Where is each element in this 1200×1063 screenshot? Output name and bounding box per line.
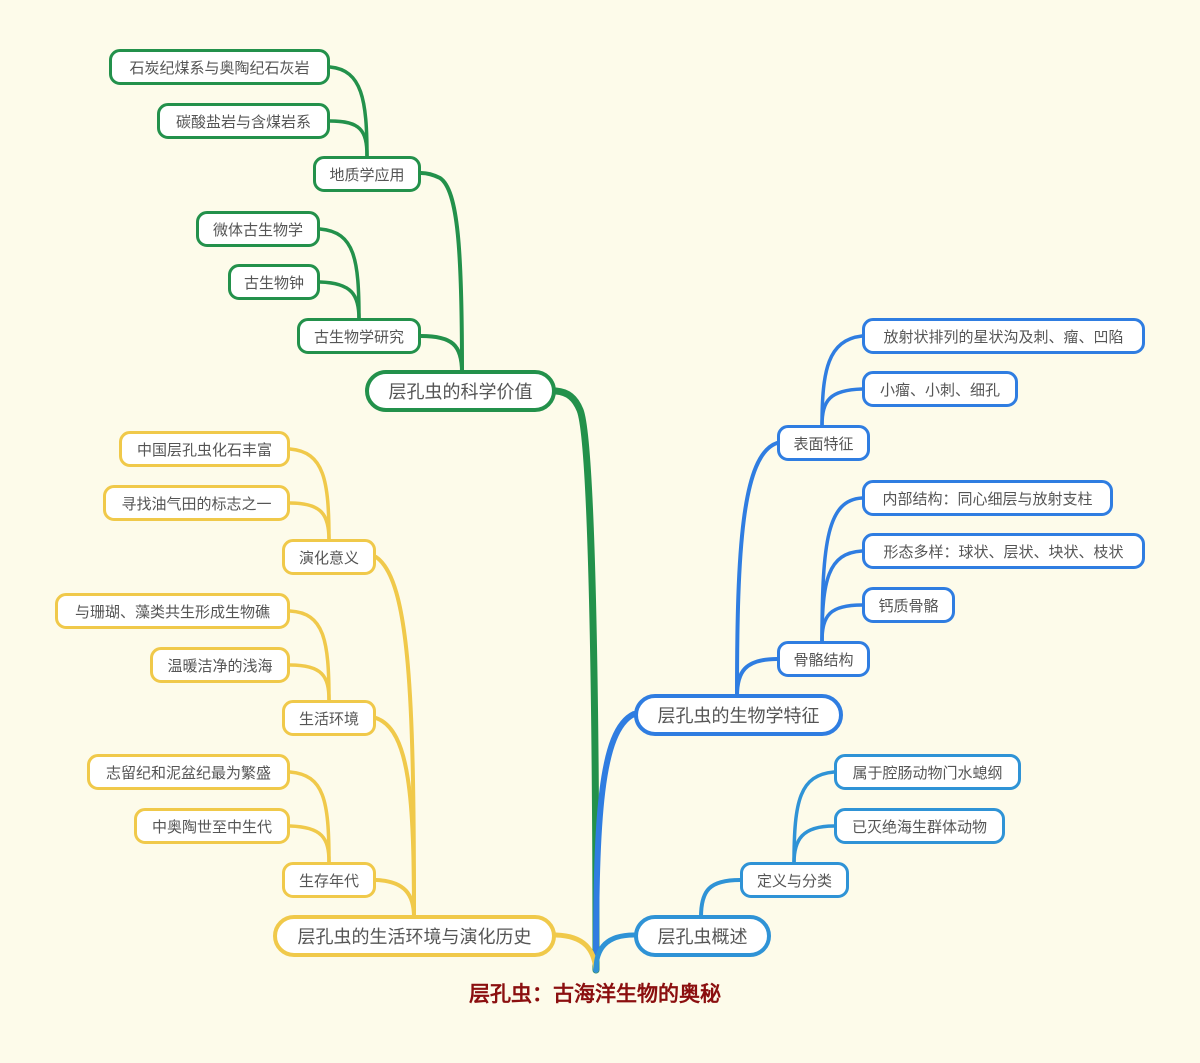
node-label: 内部结构：同心细层与放射支柱 (882, 489, 1093, 508)
node-coelenterata[interactable]: 属于腔肠动物门水螅纲 (834, 754, 1021, 790)
node-label: 层孔虫概述 (657, 927, 748, 948)
node-label: 已灭绝海生群体动物 (851, 817, 987, 836)
node-label: 地质学应用 (329, 165, 405, 184)
node-label: 微体古生物学 (213, 220, 304, 239)
node-paleontology-research[interactable]: 古生物学研究 (297, 318, 421, 354)
branch-environment-history[interactable]: 层孔虫的生活环境与演化历史 (273, 915, 556, 957)
node-warm-shallow-sea[interactable]: 温暖洁净的浅海 (150, 647, 290, 683)
node-label: 钙质骨骼 (878, 596, 939, 615)
branch-scientific-value[interactable]: 层孔虫的科学价值 (365, 370, 556, 412)
node-silurian-devonian[interactable]: 志留纪和泥盆纪最为繁盛 (87, 754, 290, 790)
node-carbonate-coal[interactable]: 碳酸盐岩与含煤岩系 (157, 103, 330, 139)
node-label: 属于腔肠动物门水螅纲 (852, 763, 1003, 782)
node-internal-structure[interactable]: 内部结构：同心细层与放射支柱 (862, 480, 1113, 516)
node-china-fossils[interactable]: 中国层孔虫化石丰富 (119, 431, 290, 467)
node-label: 演化意义 (299, 548, 360, 567)
node-calcareous-skeleton[interactable]: 钙质骨骼 (862, 587, 955, 623)
node-label: 寻找油气田的标志之一 (121, 494, 272, 513)
node-label: 碳酸盐岩与含煤岩系 (175, 112, 311, 131)
node-label: 温暖洁净的浅海 (167, 656, 273, 675)
node-label: 中奥陶世至中生代 (151, 817, 272, 836)
node-oil-gas-marker[interactable]: 寻找油气田的标志之一 (103, 485, 290, 521)
node-survival-era[interactable]: 生存年代 (282, 862, 376, 898)
node-label: 生活环境 (299, 709, 360, 728)
node-geology-application[interactable]: 地质学应用 (313, 156, 421, 192)
node-micropaleontology[interactable]: 微体古生物学 (196, 211, 320, 247)
node-reef-symbiosis[interactable]: 与珊瑚、藻类共生形成生物礁 (55, 593, 290, 629)
branch-overview[interactable]: 层孔虫概述 (634, 915, 771, 957)
node-extinct-colonial[interactable]: 已灭绝海生群体动物 (834, 808, 1005, 844)
node-paleo-clock[interactable]: 古生物钟 (228, 264, 320, 300)
node-diverse-forms[interactable]: 形态多样：球状、层状、块状、枝状 (862, 533, 1145, 569)
node-label: 层孔虫的生活环境与演化历史 (297, 927, 532, 948)
node-skeletal-structure[interactable]: 骨骼结构 (777, 641, 870, 677)
node-evolution-significance[interactable]: 演化意义 (282, 539, 376, 575)
node-label: 古生物钟 (244, 273, 305, 292)
node-label: 志留纪和泥盆纪最为繁盛 (105, 763, 271, 782)
node-label: 石炭纪煤系与奥陶纪石灰岩 (129, 58, 310, 77)
node-label: 定义与分类 (757, 871, 833, 890)
node-tubercles-pores[interactable]: 小瘤、小刺、细孔 (862, 371, 1018, 407)
branch-biological-features[interactable]: 层孔虫的生物学特征 (634, 694, 843, 736)
root-topic[interactable]: 层孔虫：古海洋生物的奥秘 (469, 982, 721, 1006)
node-label: 形态多样：球状、层状、块状、枝状 (883, 542, 1124, 561)
node-label: 层孔虫的科学价值 (388, 382, 533, 403)
node-ordovician-mesozoic[interactable]: 中奥陶世至中生代 (134, 808, 290, 844)
node-label: 表面特征 (793, 434, 854, 453)
node-coal-limestone[interactable]: 石炭纪煤系与奥陶纪石灰岩 (109, 49, 330, 85)
node-definition-classification[interactable]: 定义与分类 (740, 862, 849, 898)
node-label: 古生物学研究 (314, 327, 405, 346)
node-label: 小瘤、小刺、细孔 (879, 380, 1000, 399)
node-label: 与珊瑚、藻类共生形成生物礁 (74, 602, 270, 621)
node-label: 放射状排列的星状沟及刺、瘤、凹陷 (883, 327, 1124, 346)
node-label: 中国层孔虫化石丰富 (136, 440, 272, 459)
node-label: 生存年代 (299, 871, 360, 890)
node-label: 骨骼结构 (793, 650, 854, 669)
node-label: 层孔虫的生物学特征 (657, 706, 820, 727)
node-living-environment[interactable]: 生活环境 (282, 700, 376, 736)
node-surface-features[interactable]: 表面特征 (777, 425, 870, 461)
node-radial-grooves[interactable]: 放射状排列的星状沟及刺、瘤、凹陷 (862, 318, 1145, 354)
